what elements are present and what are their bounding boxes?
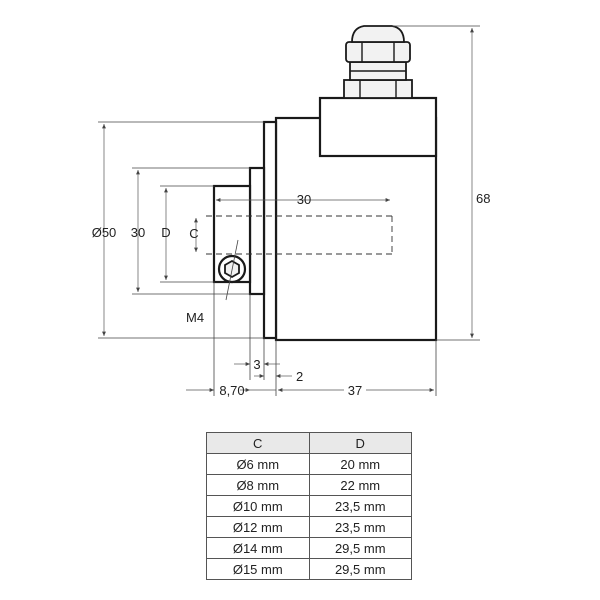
table-header-d: D <box>308 432 412 454</box>
screw-m4-label: M4 <box>186 310 204 325</box>
connector-housing <box>318 96 438 158</box>
dia-c-label: C <box>189 226 198 241</box>
table-cell-d: 22 mm <box>308 474 412 496</box>
table-cell-d: 29,5 mm <box>308 558 412 580</box>
table-cell-c: Ø14 mm <box>206 537 310 559</box>
table-cell-d: 20 mm <box>308 453 412 475</box>
dim-2-label: 2 <box>296 369 303 384</box>
table-cell-c: Ø10 mm <box>206 495 310 517</box>
table-cell-d: 23,5 mm <box>308 516 412 538</box>
mounting-flange <box>262 120 278 340</box>
table-cell-c: Ø15 mm <box>206 558 310 580</box>
table-header-c: C <box>206 432 310 454</box>
dimension-2: 2 <box>254 369 303 384</box>
dimension-c: C <box>189 218 199 252</box>
table-cell-d: 29,5 mm <box>308 537 412 559</box>
dim-3-label: 3 <box>253 357 260 372</box>
cable-gland <box>343 25 413 99</box>
shaft-collar <box>248 166 266 296</box>
dia-d-label: D <box>161 225 170 240</box>
dim-37-label: 37 <box>348 383 362 398</box>
dimension-3: 3 <box>234 357 280 372</box>
dimension-30: 30 <box>131 167 250 295</box>
encoder-technical-drawing: Ø50 30 D C 30 68 M4 3 <box>92 25 490 398</box>
height-68-label: 68 <box>476 191 490 206</box>
dimension-d: D <box>160 185 214 283</box>
clamp-screw-icon <box>217 239 247 301</box>
table-row: Ø12 mm 23,5 mm <box>206 516 412 538</box>
shaft-size-table: C D Ø6 mm 20 mm Ø8 mm 22 mm Ø10 mm 23,5 … <box>206 432 412 580</box>
table-cell-d: 23,5 mm <box>308 495 412 517</box>
dimension-8-70: 8,70 <box>186 383 276 398</box>
table-cell-c: Ø8 mm <box>206 474 310 496</box>
table-row: Ø8 mm 22 mm <box>206 474 412 496</box>
dia-50-label: Ø50 <box>92 225 117 240</box>
table-cell-c: Ø6 mm <box>206 453 310 475</box>
dim-8-70-label: 8,70 <box>219 383 244 398</box>
table-row: Ø15 mm 29,5 mm <box>206 558 412 580</box>
dimension-height-68: 68 <box>392 25 490 341</box>
table-row: Ø10 mm 23,5 mm <box>206 495 412 517</box>
dimension-37: 37 <box>278 381 434 398</box>
table-header-row: C D <box>206 432 412 454</box>
dia-30-label: 30 <box>131 225 145 240</box>
dimension-dia-50: Ø50 <box>92 121 264 339</box>
hollow-shaft-hidden-lines <box>206 215 393 255</box>
table-row: Ø6 mm 20 mm <box>206 453 412 475</box>
table-row: Ø14 mm 29,5 mm <box>206 537 412 559</box>
dimension-shaft-depth: 30 <box>216 192 390 207</box>
shaft-depth-label: 30 <box>297 192 311 207</box>
table-cell-c: Ø12 mm <box>206 516 310 538</box>
